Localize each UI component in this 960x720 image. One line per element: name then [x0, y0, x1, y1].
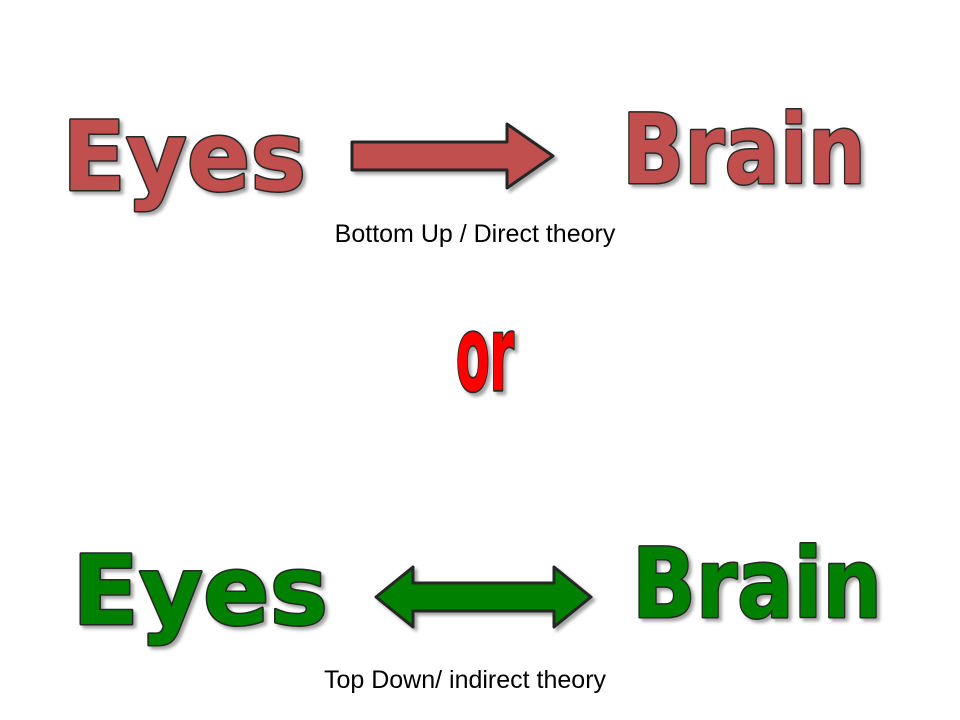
top-brain-word: Brain — [622, 94, 866, 206]
top-row: Eyes Brain — [61, 93, 868, 215]
bottom-brain-word: Brain — [632, 528, 882, 640]
bottom-arrow-double — [374, 565, 593, 629]
bottom-eyes-word: Eyes — [72, 535, 328, 647]
top-arrow-right — [350, 122, 555, 190]
or-word: or — [456, 294, 514, 415]
bottom-row: Eyes Brain — [71, 527, 884, 649]
top-down-caption: Top Down/ indirect theory — [323, 666, 607, 694]
bottom-up-caption: Bottom Up / Direct theory — [334, 220, 616, 248]
top-eyes-word: Eyes — [62, 101, 306, 213]
